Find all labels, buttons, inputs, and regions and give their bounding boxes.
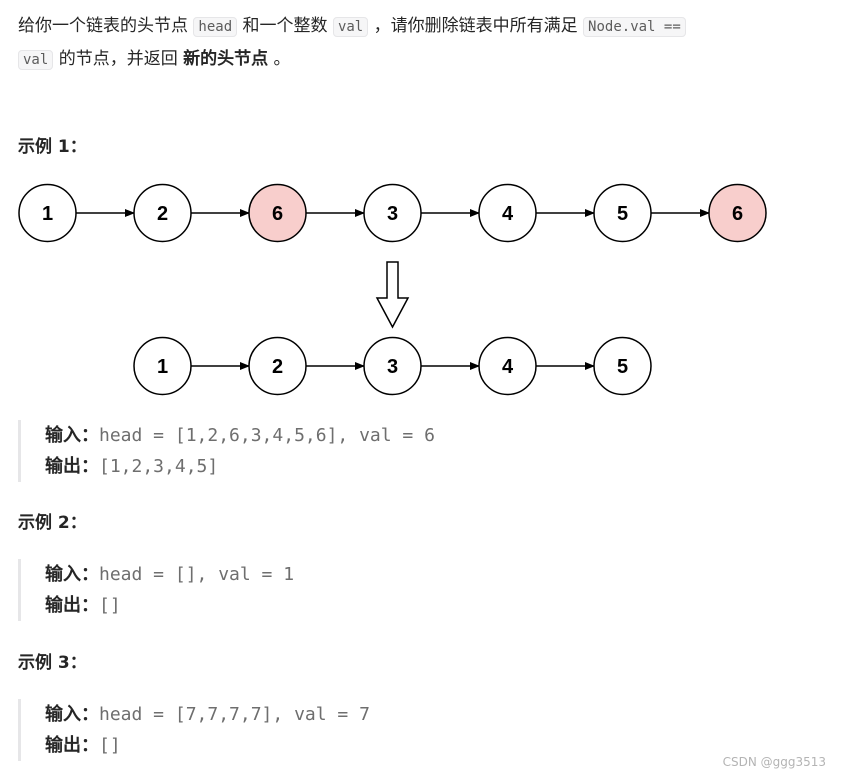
output-value: [1,2,3,4,5] (99, 456, 219, 477)
example-3-heading: 示例 3： (18, 653, 87, 673)
output-label: 输出： (45, 595, 99, 616)
input-node-label: 5 (617, 203, 628, 225)
input-node (478, 183, 537, 243)
output-node (593, 336, 652, 396)
input-value: head = [7,7,7,7], val = 7 (99, 704, 370, 725)
input-node-label: 1 (42, 203, 53, 225)
desc-bold-new-head: 新的头节点 (183, 49, 269, 69)
desc-text-4: 的节点，并返回 (58, 49, 178, 69)
input-node-label: 3 (387, 203, 398, 225)
input-list-row: 1 2 6 3 4 5 6 (18, 183, 767, 243)
input-node (133, 183, 192, 243)
example-1-output: 输出：[1,2,3,4,5] (45, 451, 435, 482)
input-label: 输入： (45, 425, 99, 446)
input-node (18, 183, 77, 243)
output-node-label: 1 (157, 356, 168, 378)
linked-list-diagram: 1 2 6 3 4 5 6 1 2 3 4 5 (18, 183, 767, 396)
watermark: CSDN @ggg3513 (722, 755, 826, 769)
output-node (248, 336, 307, 396)
example-3-output: 输出：[] (45, 730, 370, 761)
desc-text-3: ，请你删除链表中所有满足 (373, 16, 578, 36)
input-value: head = [1,2,6,3,4,5,6], val = 6 (99, 425, 435, 446)
example-1-heading: 示例 1： (18, 137, 87, 157)
output-node-label: 2 (272, 356, 283, 378)
output-value: [] (99, 735, 121, 756)
input-node-label: 6 (732, 203, 743, 225)
output-label: 输出： (45, 735, 99, 756)
input-value: head = [], val = 1 (99, 564, 295, 585)
code-head: head (193, 17, 238, 37)
desc-text-1: 给你一个链表的头节点 (18, 16, 188, 36)
output-node-label: 4 (502, 356, 514, 378)
code-val: val (332, 17, 369, 37)
output-list-row: 1 2 3 4 5 (133, 336, 652, 396)
code-condition: Node.val == (583, 17, 686, 37)
code-condition-val: val (18, 50, 54, 70)
output-node (133, 336, 192, 396)
input-node-label: 4 (502, 203, 514, 225)
example-2-heading: 示例 2： (18, 513, 87, 533)
example-3-block: 输入：head = [7,7,7,7], val = 7 输出：[] (18, 699, 370, 761)
output-node-label: 3 (387, 356, 398, 378)
input-node (363, 183, 422, 243)
example-2-input: 输入：head = [], val = 1 (45, 559, 294, 590)
output-label: 输出： (45, 456, 99, 477)
example-2-output: 输出：[] (45, 590, 294, 621)
output-node (363, 336, 422, 396)
problem-description: 给你一个链表的头节点 head 和一个整数 val ，请你删除链表中所有满足 N… (18, 10, 833, 76)
input-node (708, 183, 767, 243)
input-node-label: 6 (272, 203, 283, 225)
down-arrow-icon (375, 261, 410, 329)
example-1-block: 输入：head = [1,2,6,3,4,5,6], val = 6 输出：[1… (18, 420, 435, 482)
output-node-label: 5 (617, 356, 628, 378)
desc-text-5: 。 (273, 49, 291, 69)
example-3-input: 输入：head = [7,7,7,7], val = 7 (45, 699, 370, 730)
example-1-input: 输入：head = [1,2,6,3,4,5,6], val = 6 (45, 420, 435, 451)
example-2-block: 输入：head = [], val = 1 输出：[] (18, 559, 294, 621)
input-node-label: 2 (157, 203, 168, 225)
output-value: [] (99, 595, 121, 616)
input-node (593, 183, 652, 243)
input-label: 输入： (45, 704, 99, 725)
input-label: 输入： (45, 564, 99, 585)
output-node (478, 336, 537, 396)
input-node (248, 183, 307, 243)
desc-text-2: 和一个整数 (242, 16, 328, 36)
